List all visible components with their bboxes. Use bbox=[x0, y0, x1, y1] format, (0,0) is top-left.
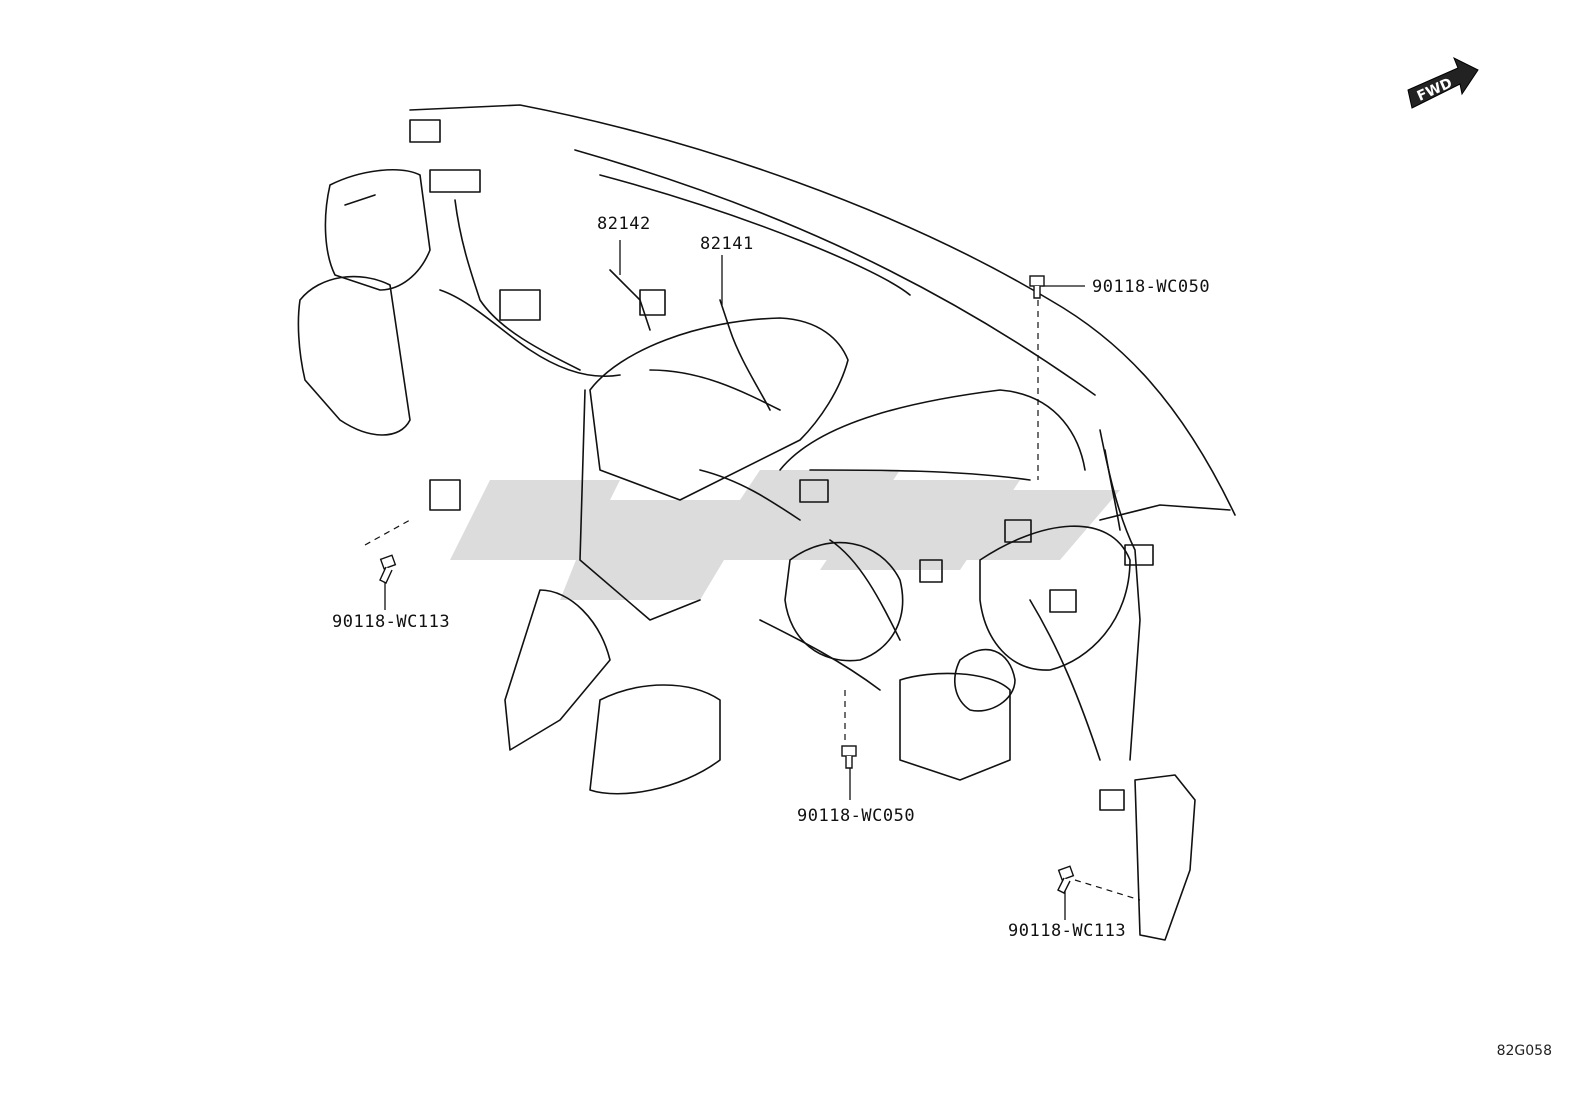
part-label-90118-wc113-left[interactable]: 90118-WC113 bbox=[332, 612, 451, 632]
part-label-90118-wc050-top[interactable]: 90118-WC050 bbox=[1092, 277, 1211, 297]
fwd-arrow-icon: FWD bbox=[1407, 56, 1479, 109]
install-lines bbox=[364, 300, 1141, 901]
diagram-code: 82G058 bbox=[1496, 1043, 1552, 1059]
bolt-wc050-top-icon bbox=[1029, 275, 1045, 299]
leader-lines bbox=[384, 240, 1085, 920]
bolts bbox=[379, 275, 1075, 894]
fwd-arrow: FWD bbox=[1400, 50, 1490, 120]
bolt-wc113-left-icon bbox=[379, 554, 397, 584]
part-label-90118-wc113-right[interactable]: 90118-WC113 bbox=[1008, 921, 1127, 941]
bolt-wc113-right-icon bbox=[1057, 865, 1075, 894]
watermark-logo bbox=[450, 470, 1120, 600]
part-label-82141[interactable]: 82141 bbox=[700, 234, 754, 254]
dashboard-outline bbox=[297, 104, 1236, 941]
part-label-90118-wc050-bottom[interactable]: 90118-WC050 bbox=[797, 806, 916, 826]
part-label-82142[interactable]: 82142 bbox=[597, 214, 651, 234]
bolt-wc050-bottom-icon bbox=[841, 745, 857, 769]
